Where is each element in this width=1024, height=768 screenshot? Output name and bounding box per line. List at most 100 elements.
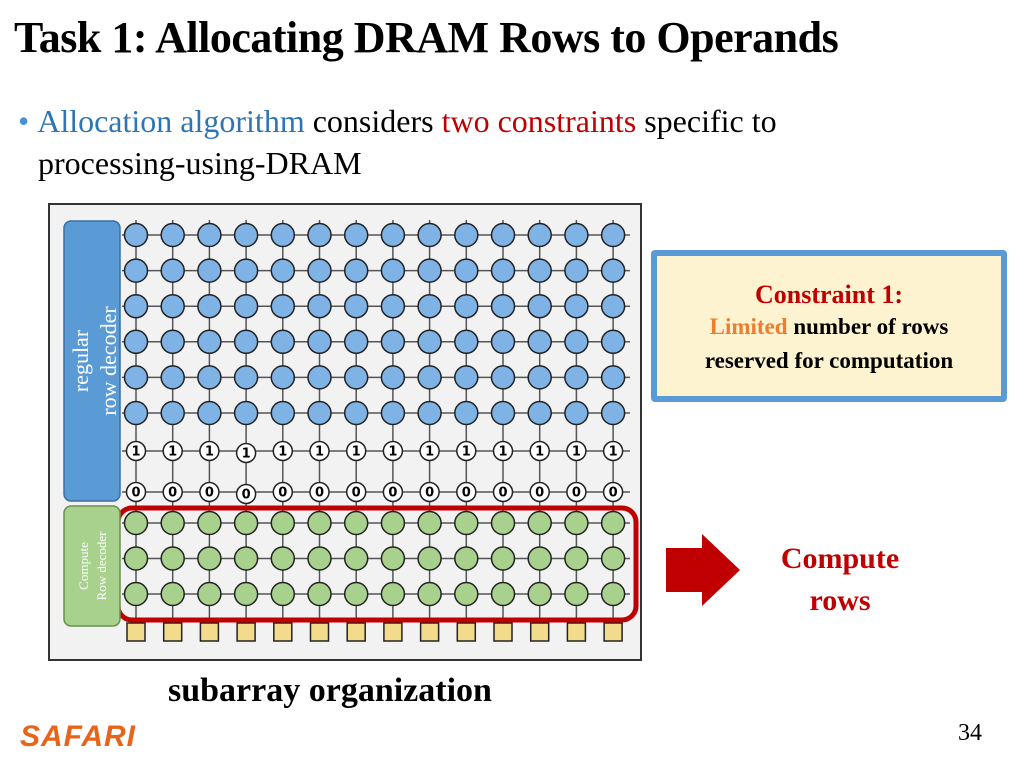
constant-one-cell [492, 440, 514, 462]
bullet-text: considers [304, 103, 442, 139]
compute-rows-label: Compute rows [750, 538, 930, 622]
constant-one-cell-label: 1 [278, 445, 287, 460]
regular-cell [343, 293, 369, 319]
regular-cell [600, 293, 626, 319]
compute-cell [380, 546, 406, 571]
sense-amplifier [346, 622, 366, 642]
regular-cell [600, 258, 626, 283]
constant-zero-cell [162, 481, 183, 503]
sense-amplifier [456, 622, 477, 642]
constant-one-cell-label: 1 [131, 445, 140, 460]
compute-cell [197, 510, 222, 536]
constant-zero-cell [566, 481, 587, 503]
regular-row-decoder [63, 220, 121, 502]
regular-cell [380, 400, 406, 426]
compute-cell [380, 510, 406, 536]
sense-amplifier [236, 622, 256, 642]
bullet-icon: • [18, 103, 30, 139]
compute-cell [417, 546, 442, 571]
regular-cell [454, 365, 479, 390]
regular-cell [270, 365, 296, 390]
regular-cell [233, 365, 259, 390]
regular-cell [490, 222, 516, 248]
constant-one-cell [309, 440, 330, 462]
regular-cell [197, 400, 222, 426]
constant-zero-cell [125, 481, 147, 503]
constant-zero-cell-label: 0 [242, 488, 251, 503]
constraint-box: Constraint 1: Limited number of rows res… [651, 250, 1007, 402]
regular-cell [307, 400, 332, 426]
regular-cell [270, 293, 296, 319]
compute-cell [454, 546, 479, 571]
constant-zero-cell-label: 0 [315, 486, 324, 501]
constant-zero-cell [492, 481, 514, 503]
compute-cell [600, 546, 626, 571]
regular-cell [160, 400, 185, 426]
compute-cell [343, 510, 369, 536]
regular-cell [527, 258, 552, 283]
constant-one-cell-label: 1 [168, 445, 177, 460]
regular-cell [343, 258, 369, 283]
arrow-icon [666, 534, 740, 606]
regular-cell [160, 222, 185, 248]
sense-amplifier [383, 622, 403, 642]
compute-cell [417, 510, 442, 536]
regular-cell [417, 400, 442, 426]
constant-one-cell [529, 440, 550, 462]
regular-cell [160, 293, 185, 319]
compute-cell [417, 581, 442, 607]
regular-cell [270, 222, 296, 248]
regular-cell [307, 258, 332, 283]
regular-cell [160, 258, 185, 283]
regular-cell [417, 365, 442, 390]
constant-zero-cell [529, 481, 550, 503]
bullet-allocation-algorithm: Allocation algorithm [37, 103, 305, 139]
constant-zero-cell [382, 481, 404, 503]
constant-one-cell-label: 1 [205, 445, 214, 460]
constant-zero-cell-label: 0 [609, 486, 618, 501]
regular-cell [454, 222, 479, 248]
compute-cell [380, 581, 406, 607]
constant-one-cell-label: 1 [572, 445, 581, 460]
regular-cell [490, 365, 516, 390]
regular-cell [564, 293, 589, 319]
regular-cell [160, 329, 185, 355]
bullet-point: •Allocation algorithm considers two cons… [18, 100, 1018, 184]
sense-amplifier [199, 622, 220, 642]
compute-cell [307, 581, 332, 607]
sense-amplifier [126, 622, 146, 642]
bullet-text-2: specific to [636, 103, 777, 139]
constant-zero-cell [199, 481, 220, 503]
regular-cell [490, 329, 516, 355]
regular-cell [600, 365, 626, 390]
constraint-limited: Limited [709, 314, 788, 339]
compute-cell [197, 546, 222, 571]
constant-zero-cell [235, 483, 257, 505]
compute-cell [233, 510, 259, 536]
compute-cell [564, 581, 589, 607]
compute-cell [527, 510, 552, 536]
regular-cell [197, 258, 222, 283]
regular-cell [343, 365, 369, 390]
compute-row-decoder-line1: Compute [76, 542, 91, 590]
regular-cell [270, 258, 296, 283]
compute-cell [490, 510, 516, 536]
page-title: Task 1: Allocating DRAM Rows to Operands [14, 13, 839, 62]
regular-cell [233, 329, 259, 355]
constant-zero-cell [456, 481, 477, 503]
regular-cell [123, 329, 149, 355]
constraint-line1-rest: number of rows [787, 314, 949, 339]
constant-one-cell-label: 1 [462, 445, 471, 460]
regular-cell [454, 329, 479, 355]
sense-amplifier [529, 622, 550, 642]
regular-cell [564, 365, 589, 390]
regular-cell [527, 365, 552, 390]
constant-zero-cell-label: 0 [535, 486, 544, 501]
regular-cell [564, 258, 589, 283]
constant-zero-cell [345, 481, 367, 503]
regular-cell [600, 400, 626, 426]
regular-cell [454, 293, 479, 319]
constant-zero-cell-label: 0 [498, 486, 507, 501]
regular-cell [233, 258, 259, 283]
constraint-line2: reserved for computation [704, 348, 954, 373]
